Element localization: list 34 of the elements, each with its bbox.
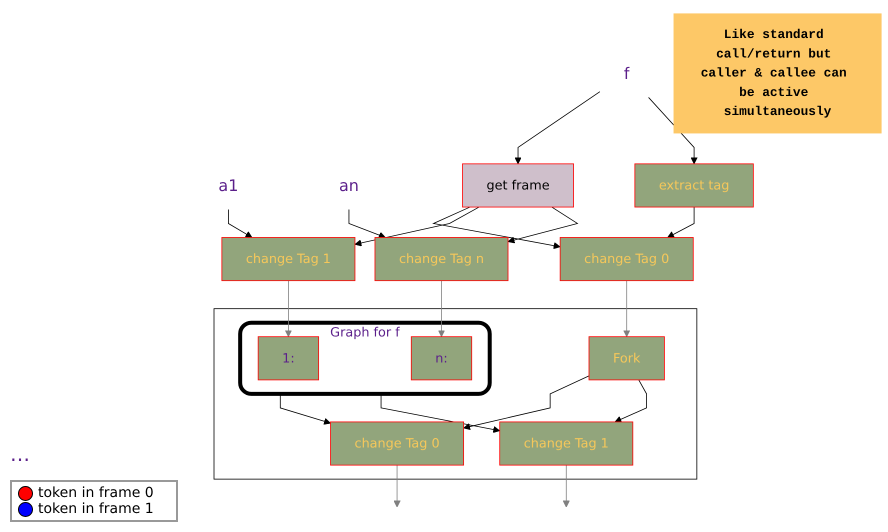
ellipsis-label: … <box>10 442 31 466</box>
arrow <box>514 91 600 164</box>
arrow <box>614 379 647 422</box>
node-box: change Tag 1 <box>499 421 634 466</box>
arrow <box>667 206 694 238</box>
arrow <box>463 375 590 430</box>
node-box: change Tag 1 <box>221 236 356 281</box>
legend-text: token in frame 0 <box>38 485 154 501</box>
node-text: f <box>624 64 630 83</box>
node-box: change Tag n <box>374 236 508 281</box>
arrow <box>432 206 560 249</box>
arrow <box>354 206 480 246</box>
arrow <box>348 208 386 238</box>
node-box: change Tag 0 <box>330 421 464 466</box>
node-text: a1 <box>218 176 238 195</box>
node-text: an <box>338 176 359 195</box>
arrow <box>280 393 331 424</box>
node-box: extract tag <box>634 163 754 208</box>
arrow <box>438 280 446 337</box>
arrow <box>228 208 252 238</box>
node-box: get frame <box>462 163 574 208</box>
arrow <box>284 280 292 337</box>
legend-text: token in frame 1 <box>38 501 154 517</box>
arrow <box>394 464 401 508</box>
arrow <box>508 206 578 244</box>
node-box: Fork <box>588 336 665 380</box>
arrow <box>562 464 570 508</box>
node-box: 1: <box>258 336 320 380</box>
cluster <box>214 308 698 480</box>
node-box: n: <box>410 336 472 380</box>
arrow <box>380 393 500 433</box>
arrow <box>623 280 630 337</box>
node-box: Like standard call/return but caller & callee can be active simultaneously <box>674 13 882 134</box>
node-box: change Tag 0 <box>560 236 694 281</box>
